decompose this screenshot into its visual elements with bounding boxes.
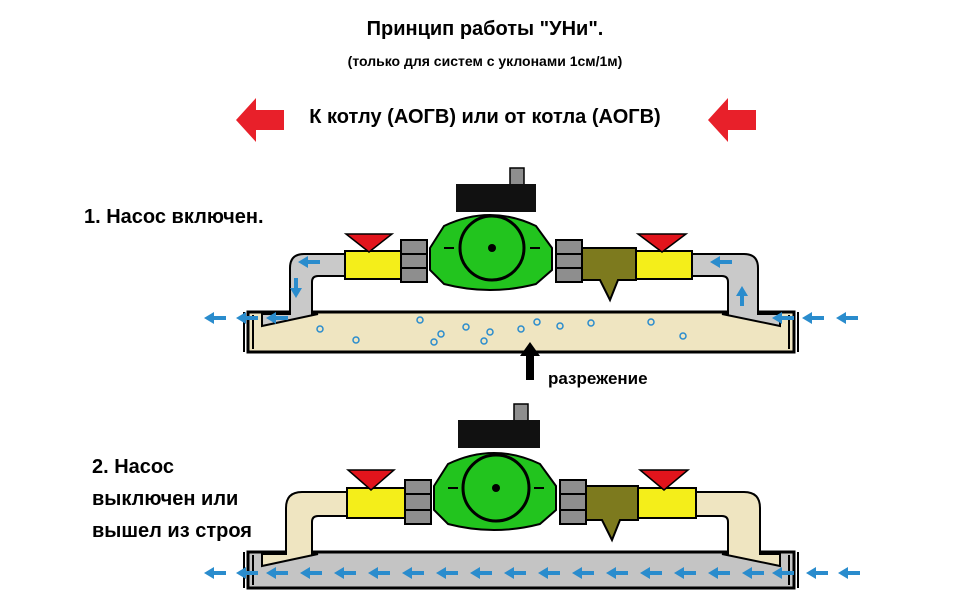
bypass-left-leg-2 (261, 491, 351, 568)
scenario-2-title-line-3: вышел из строя (92, 520, 252, 542)
pump-motor-cap-1 (509, 167, 525, 187)
flow-arrows-1 (204, 256, 858, 324)
pump-motor-2 (458, 420, 540, 448)
valve-right-handle-1-icon (635, 233, 689, 253)
vacuum-label: разрежение (548, 369, 648, 388)
vacuum-arrow-icon (520, 342, 540, 380)
scenario-2-title-line-2: выключен или (92, 488, 239, 510)
fitting-right-1 (555, 239, 583, 283)
diagram-subtitle: (только для систем с уклонами 1см/1м) (347, 53, 623, 69)
valve-left-handle-2-icon (345, 469, 397, 491)
valve-right-handle-2-icon (637, 469, 691, 491)
direction-label: К котлу (АОГВ) или от котла (АОГВ) (309, 106, 661, 128)
direction-arrow-right-icon (708, 98, 756, 142)
direction-arrow-left-icon (236, 98, 284, 142)
fitting-left-2 (404, 479, 432, 525)
bypass-right-leg-2 (689, 491, 781, 568)
filter-1 (581, 247, 637, 303)
assembly-pump-on (204, 167, 858, 380)
pump-motor-cap-2 (513, 403, 529, 423)
valve-left-2 (346, 487, 406, 519)
valve-left-handle-1-icon (343, 233, 395, 253)
valve-right-2 (637, 487, 697, 519)
valve-right-1 (635, 250, 693, 280)
pump-motor-1 (456, 184, 536, 212)
flow-arrows-2 (204, 567, 860, 579)
filter-2 (585, 485, 639, 543)
bypass-right-leg-1 (689, 253, 781, 328)
assembly-pump-off (204, 403, 860, 590)
valve-left-1 (344, 250, 402, 280)
scenario-2-title-line-1: 2. Насос (92, 456, 175, 478)
air-bubbles-1 (316, 316, 687, 346)
diagram-title: Принцип работы "УНи". (366, 18, 604, 40)
bypass-left-leg-1 (261, 253, 351, 328)
scenario-2-title: 2. Насос выключен или вышел из строя (92, 451, 252, 547)
scenario-1-title: 1. Насос включен. (84, 206, 264, 228)
collector-pipe-2 (246, 550, 796, 590)
fitting-right-2 (559, 479, 587, 525)
fitting-left-1 (400, 239, 428, 283)
